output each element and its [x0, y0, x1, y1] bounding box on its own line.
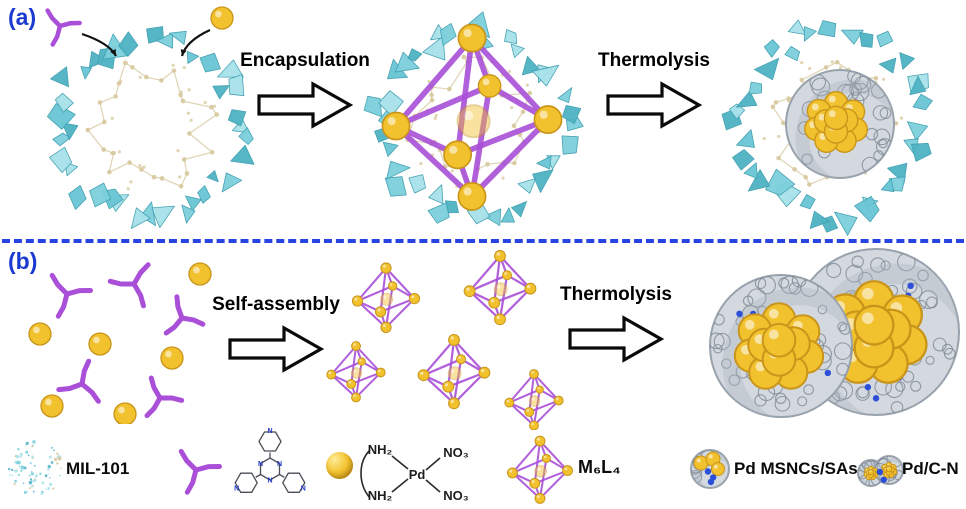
- mil101-with-encapsulated-cage-graphic: [363, 11, 584, 227]
- mil101-with-pd-clusters-graphic: [721, 19, 933, 236]
- right-block-arrow-icon: [257, 81, 353, 129]
- m6l4-label: M₆L₄: [578, 457, 621, 477]
- svg-text:N: N: [258, 461, 263, 468]
- step-encapsulation-label: Encapsulation: [240, 50, 370, 71]
- amine-label-top: NH₂: [368, 442, 393, 457]
- pd-carbon-shell-product-graphic: [709, 248, 960, 418]
- panel-b-label: (b): [8, 248, 38, 274]
- bond: [425, 457, 441, 471]
- pd-msnc-sa-icon: [690, 449, 730, 489]
- panel-divider: [2, 239, 964, 243]
- step-self-assembly-label: Self-assembly: [212, 294, 340, 315]
- pd-en-complex-structure: NH₂ NH₂ Pd NO₃ NO₃: [360, 442, 469, 503]
- right-block-arrow-icon: [568, 315, 664, 363]
- tripyridyl-triazine-structure: N N N N N N: [234, 428, 306, 493]
- step-thermolysis-a-label: Thermolysis: [598, 50, 710, 71]
- svg-text:N: N: [267, 477, 272, 484]
- pd-label: Pd: [409, 467, 426, 482]
- step-thermolysis-b: Thermolysis: [556, 284, 676, 363]
- ligand-and-pd-precursor-mixture-graphic: [28, 262, 212, 424]
- bond: [425, 479, 441, 493]
- nitrate-label-top: NO₃: [443, 445, 469, 460]
- svg-text:N: N: [301, 486, 306, 493]
- step-thermolysis-a: Thermolysis: [594, 50, 714, 129]
- tripod-ligand-icon: [178, 448, 222, 495]
- m6l4-cage-icon: [507, 435, 573, 504]
- gold-sphere-icon: [326, 452, 353, 479]
- step-thermolysis-b-label: Thermolysis: [560, 284, 672, 305]
- pd-cn-icon: [857, 455, 904, 487]
- amine-label-bottom: NH₂: [368, 488, 393, 503]
- step-self-assembly: Self-assembly: [210, 294, 342, 373]
- bond: [391, 478, 409, 493]
- pd-cn-label: Pd/C-N: [902, 459, 959, 478]
- svg-text:N: N: [267, 428, 272, 435]
- chelate-bond: [360, 449, 371, 499]
- m6l4-cages-graphic: [326, 250, 564, 430]
- mil101-framework-with-precursors-graphic: [45, 6, 255, 229]
- right-block-arrow-icon: [606, 81, 702, 129]
- panel-a-label: (a): [8, 4, 37, 30]
- svg-text:N: N: [277, 461, 282, 468]
- mil101-label: MIL-101: [66, 459, 130, 478]
- mil101-icon: [7, 440, 62, 496]
- bond: [391, 455, 409, 470]
- right-block-arrow-icon: [228, 325, 324, 373]
- pd-msnc-label: Pd MSNCs/SAs: [734, 459, 858, 478]
- nitrate-label-bottom: NO₃: [443, 488, 469, 503]
- svg-text:N: N: [234, 486, 239, 493]
- step-encapsulation: Encapsulation: [240, 50, 370, 129]
